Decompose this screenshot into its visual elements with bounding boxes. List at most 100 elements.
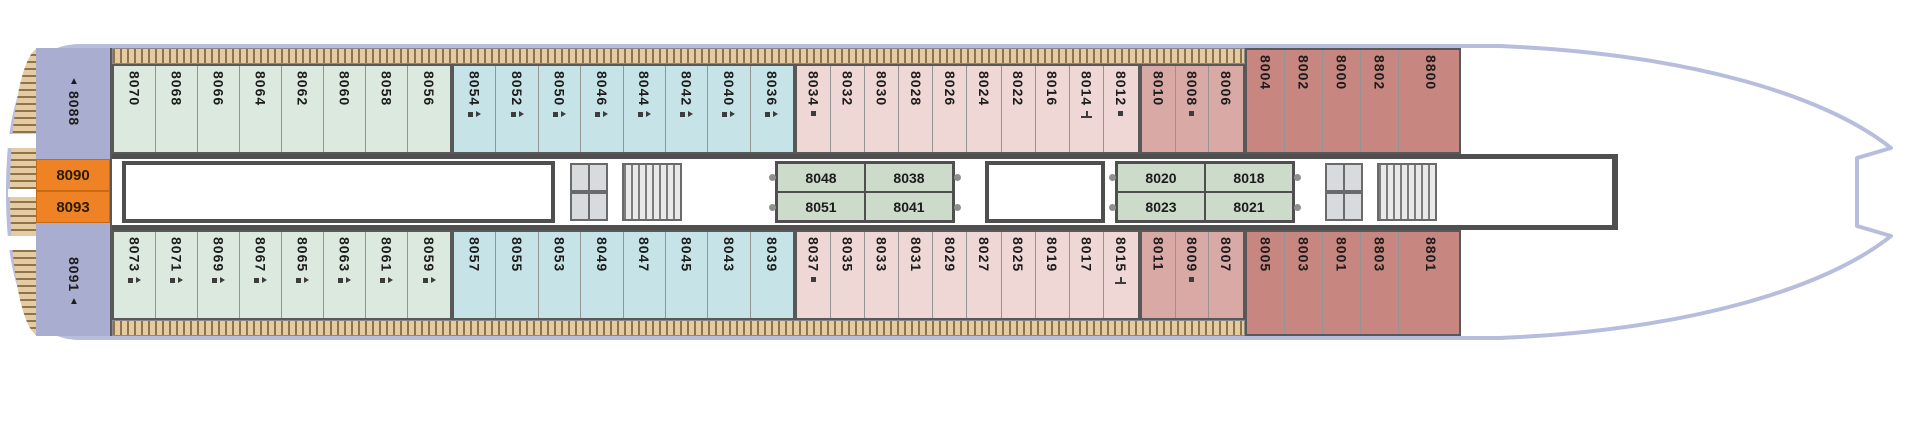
cabin-number: 8059 [421, 237, 437, 273]
feature-square-icon [637, 111, 643, 117]
cabin-8027[interactable]: 8027 [967, 232, 1002, 318]
cabin-8029[interactable]: 8029 [933, 232, 968, 318]
cabin-8058[interactable]: 8058 [366, 66, 408, 152]
cabin-8802[interactable]: 8802 [1361, 50, 1399, 152]
cabin-8050[interactable]: 8050 [539, 66, 582, 152]
cabin-8017[interactable]: 8017 [1070, 232, 1104, 318]
cabin-8020[interactable]: 8020 [1117, 163, 1205, 192]
cabin-8061[interactable]: 8061 [366, 232, 408, 318]
cabin-8011[interactable]: 8011 [1142, 232, 1176, 318]
feature-square-icon [128, 277, 133, 283]
cabin-8046[interactable]: 8046 [581, 66, 624, 152]
cabin-8021[interactable]: 8021 [1205, 192, 1293, 221]
cabin-8039[interactable]: 8039 [751, 232, 793, 318]
cabin-8019[interactable]: 8019 [1036, 232, 1070, 318]
cabin-8004[interactable]: 8004 [1247, 50, 1285, 152]
cabin-number: 8073 [126, 237, 143, 273]
cabin-8064[interactable]: 8064 [240, 66, 282, 152]
cabin-8022[interactable]: 8022 [1002, 66, 1036, 152]
cabin-feature-markers [1115, 277, 1127, 285]
cabin-8025[interactable]: 8025 [1002, 232, 1036, 318]
elevator-icon [1325, 192, 1363, 221]
cabin-8028[interactable]: 8028 [899, 66, 934, 152]
cabin-8035[interactable]: 8035 [831, 232, 866, 318]
corridor-wall-top [112, 154, 1618, 159]
cabin-8052[interactable]: 8052 [496, 66, 539, 152]
cabin-8801[interactable]: 8801 [1399, 232, 1459, 334]
cabin-8006[interactable]: 8006 [1209, 66, 1243, 152]
cabin-8023[interactable]: 8023 [1117, 192, 1205, 221]
cabin-8093[interactable]: 8093 [36, 191, 110, 223]
cabin-8010[interactable]: 8010 [1142, 66, 1176, 152]
cabin-8012[interactable]: 8012 [1104, 66, 1138, 152]
cabin-8088[interactable]: ▲ 8088 [36, 50, 112, 154]
cabin-8047[interactable]: 8047 [624, 232, 666, 318]
cabin-8009[interactable]: 8009 [1176, 232, 1210, 318]
cabin-8091[interactable]: 8091 ▲ [36, 230, 112, 334]
cabin-8018[interactable]: 8018 [1205, 163, 1293, 192]
cabin-8026[interactable]: 8026 [933, 66, 968, 152]
feature-triangle-icon [518, 111, 524, 118]
cabin-8053[interactable]: 8053 [539, 232, 582, 318]
cabin-8071[interactable]: 8071 [156, 232, 198, 318]
cabin-feature-markers [212, 277, 225, 284]
cabin-8049[interactable]: 8049 [581, 232, 624, 318]
cabin-8042[interactable]: 8042 [666, 66, 709, 152]
cabin-8036[interactable]: 8036 [751, 66, 793, 152]
cabin-8062[interactable]: 8062 [282, 66, 324, 152]
feature-triangle-icon [220, 277, 225, 284]
cabin-8068[interactable]: 8068 [156, 66, 198, 152]
cabin-8043[interactable]: 8043 [708, 232, 751, 318]
cabin-number: 8047 [636, 237, 653, 273]
cabin-number: 8001 [1333, 237, 1350, 273]
cabin-8066[interactable]: 8066 [198, 66, 240, 152]
cabin-8014[interactable]: 8014 [1070, 66, 1104, 152]
cabin-8070[interactable]: 8070 [114, 66, 156, 152]
cabin-8033[interactable]: 8033 [865, 232, 900, 318]
cabin-8024[interactable]: 8024 [967, 66, 1002, 152]
cabin-8051[interactable]: 8051 [777, 192, 865, 221]
cabin-8030[interactable]: 8030 [865, 66, 900, 152]
feature-triangle-icon [476, 111, 482, 118]
cabin-number: 8018 [1233, 169, 1265, 186]
cabin-number: 8066 [210, 71, 227, 107]
cabin-8005[interactable]: 8005 [1247, 232, 1285, 334]
cabin-8060[interactable]: 8060 [324, 66, 366, 152]
cabin-number: 8032 [839, 71, 856, 107]
cabin-8008[interactable]: 8008 [1176, 66, 1210, 152]
cabin-8044[interactable]: 8044 [624, 66, 666, 152]
cabin-8073[interactable]: 8073 [114, 232, 156, 318]
cabin-feature-markers [510, 111, 524, 118]
cabin-8048[interactable]: 8048 [777, 163, 865, 192]
cabin-8800[interactable]: 8800 [1399, 50, 1459, 152]
cabin-number: 8061 [378, 237, 395, 273]
cabin-8002[interactable]: 8002 [1285, 50, 1323, 152]
cabin-8063[interactable]: 8063 [324, 232, 366, 318]
cabin-8045[interactable]: 8045 [666, 232, 709, 318]
cabin-8037[interactable]: 8037 [797, 232, 832, 318]
cabin-8016[interactable]: 8016 [1036, 66, 1070, 152]
cabin-8065[interactable]: 8065 [282, 232, 324, 318]
cabin-8031[interactable]: 8031 [899, 232, 934, 318]
cabin-8054[interactable]: 8054 [454, 66, 497, 152]
cabin-8803[interactable]: 8803 [1361, 232, 1399, 334]
cabin-8032[interactable]: 8032 [831, 66, 866, 152]
cabin-8001[interactable]: 8001 [1323, 232, 1361, 334]
cabin-8090[interactable]: 8090 [36, 159, 110, 191]
feature-square-icon [468, 111, 474, 117]
cabin-8003[interactable]: 8003 [1285, 232, 1323, 334]
cabin-8056[interactable]: 8056 [408, 66, 450, 152]
cabin-number: 8065 [294, 237, 311, 273]
cabin-8034[interactable]: 8034 [797, 66, 832, 152]
cabin-8015[interactable]: 8015 [1104, 232, 1138, 318]
cabin-8007[interactable]: 8007 [1209, 232, 1243, 318]
cabin-8069[interactable]: 8069 [198, 232, 240, 318]
cabin-8067[interactable]: 8067 [240, 232, 282, 318]
cabin-8038[interactable]: 8038 [865, 163, 953, 192]
cabin-8040[interactable]: 8040 [708, 66, 751, 152]
cabin-8000[interactable]: 8000 [1323, 50, 1361, 152]
cabin-8057[interactable]: 8057 [454, 232, 497, 318]
cabin-8059[interactable]: 8059 [408, 232, 450, 318]
cabin-8055[interactable]: 8055 [496, 232, 539, 318]
cabin-8041[interactable]: 8041 [865, 192, 953, 221]
